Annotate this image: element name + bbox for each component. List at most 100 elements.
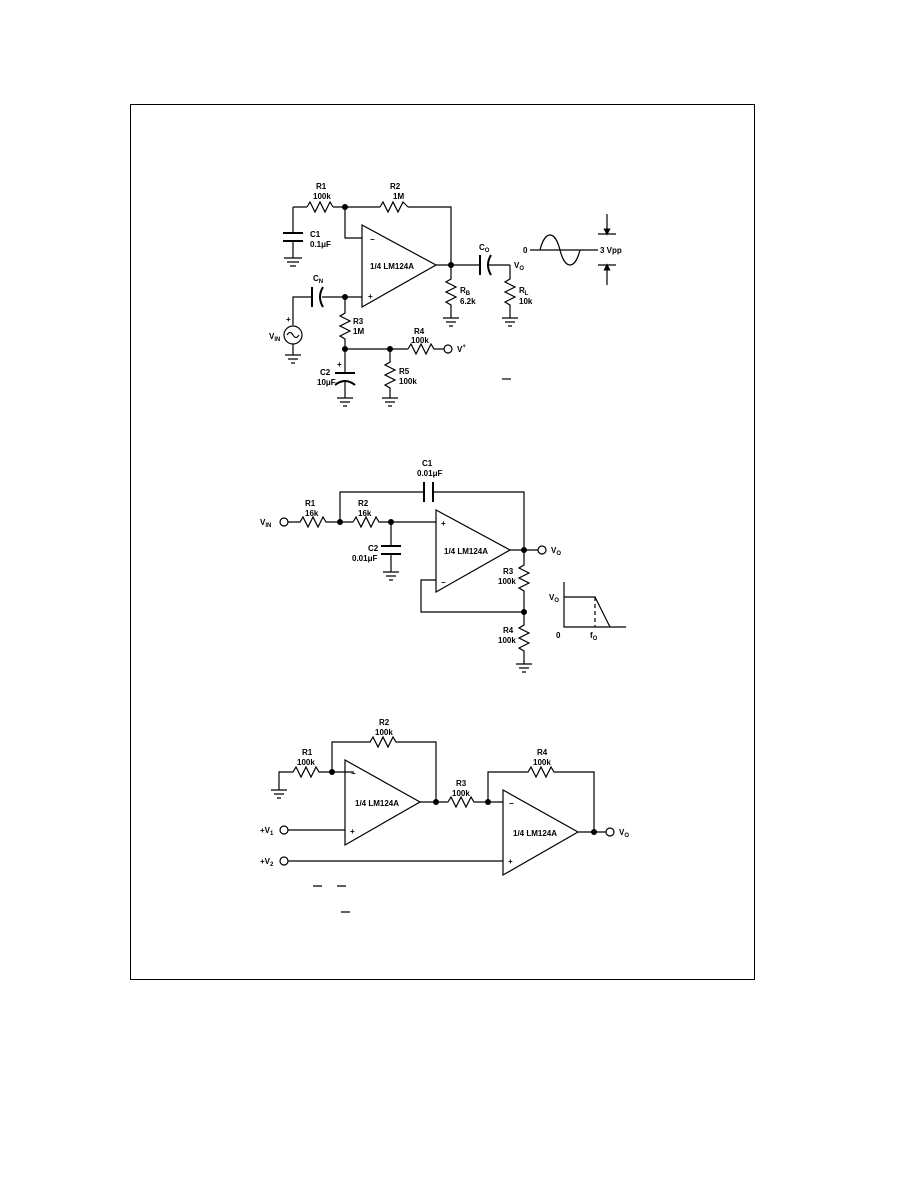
c2-r4-resistor: R4 100k bbox=[498, 612, 532, 673]
c1-rb-name: R bbox=[460, 286, 466, 295]
c1-r2-resistor: R2 1M bbox=[379, 182, 409, 214]
c1-opamp-plus: + bbox=[368, 292, 373, 301]
c2-response-ysub: O bbox=[554, 598, 559, 604]
c3-r2-resistor: R2 100k bbox=[331, 718, 437, 802]
svg-text:VIN: VIN bbox=[269, 332, 280, 343]
svg-text:+V2: +V2 bbox=[260, 857, 274, 868]
c1-opamp-label: 1/4 LM124A bbox=[370, 262, 414, 271]
c2-frequency-response: VO 0 fO bbox=[549, 582, 626, 642]
c3-opamp2-minus: − bbox=[509, 799, 514, 808]
c3-y2-name: +V bbox=[260, 857, 271, 866]
c1-co-name: C bbox=[479, 243, 485, 252]
c1-vin-plus: + bbox=[286, 315, 291, 324]
c1-opamp: − + 1/4 LM124A bbox=[361, 223, 438, 309]
c1-vo-sub: O bbox=[519, 266, 524, 272]
c2-c1-capacitor: C1 0.01μF bbox=[339, 459, 525, 550]
c1-vin-name: V bbox=[269, 332, 275, 341]
c1-rl-sub: L bbox=[525, 291, 529, 297]
c1-vin-sub: IN bbox=[274, 337, 280, 343]
c2-vin-name: V bbox=[260, 518, 266, 527]
c2-r1-name: R1 bbox=[305, 499, 316, 508]
c1-rb-resistor: RB 6.2k bbox=[443, 265, 476, 327]
c3-r2-value: 100k bbox=[375, 728, 393, 737]
c2-vo-sub: O bbox=[556, 551, 561, 557]
c3-y1-name: +V bbox=[260, 826, 271, 835]
svg-text:VO: VO bbox=[549, 593, 559, 604]
c3-r4-name: R4 bbox=[537, 748, 548, 757]
c3-y1-terminal: +V1 bbox=[260, 825, 345, 837]
c1-c1-capacitor: C1 0.1μF bbox=[283, 230, 331, 267]
c3-vo-sub: O bbox=[624, 833, 629, 839]
c3-opamp2-label: 1/4 LM124A bbox=[513, 829, 557, 838]
low-pass-filter-circuit: VIN R1 16k R2 16k C1 0.01μF C2 0.01μF + … bbox=[260, 459, 626, 673]
c3-out2-junction bbox=[591, 829, 597, 835]
c1-wave-zero: 0 bbox=[523, 246, 528, 255]
c1-top-wires bbox=[292, 206, 452, 265]
svg-text:VO: VO bbox=[619, 828, 629, 839]
c2-vo-terminal: VO bbox=[537, 545, 561, 557]
c2-r3-name: R3 bbox=[503, 567, 514, 576]
c1-co-sub: O bbox=[485, 248, 490, 254]
svg-text:RB: RB bbox=[460, 286, 471, 297]
c2-r4-name: R4 bbox=[503, 626, 514, 635]
c3-r2-name: R2 bbox=[379, 718, 390, 727]
c3-vo-terminal: VO bbox=[605, 827, 629, 839]
c1-vin-source: + VIN bbox=[269, 315, 303, 364]
c1-rl-name: R bbox=[519, 286, 525, 295]
c1-r2-value: 1M bbox=[393, 192, 404, 201]
c1-r1-name: R1 bbox=[316, 182, 327, 191]
c1-r4-name: R4 bbox=[414, 327, 425, 336]
c2-vin-terminal: VIN bbox=[260, 517, 289, 529]
c1-cn-sub: N bbox=[319, 279, 323, 285]
c3-out1-junction bbox=[433, 799, 439, 805]
c3-r1-name: R1 bbox=[302, 748, 313, 757]
difference-amplifier-circuit: R1 100k R2 100k − + 1/4 LM124A R3 100k R… bbox=[260, 718, 629, 913]
c2-vin-sub: IN bbox=[265, 523, 271, 529]
c2-r2-value: 16k bbox=[358, 509, 372, 518]
c2-opamp-plus: + bbox=[441, 519, 446, 528]
c1-c2-capacitor: + C2 10μF bbox=[317, 349, 356, 407]
c3-opamp2-plus: + bbox=[508, 857, 513, 866]
c3-opamp1-minus: − bbox=[351, 769, 356, 778]
c1-r3-value: 1M bbox=[353, 327, 364, 336]
c1-c2-name: C2 bbox=[320, 368, 331, 377]
c3-vo-name: V bbox=[619, 828, 625, 837]
c2-response-y: V bbox=[549, 593, 555, 602]
c1-wave-amplitude: 3 Vpp bbox=[600, 246, 622, 255]
c2-opamp-minus: − bbox=[441, 578, 446, 587]
c1-r3-resistor: R3 1M bbox=[338, 297, 364, 349]
c3-y2-sub: 2 bbox=[270, 862, 274, 868]
c2-r3-value: 100k bbox=[498, 577, 516, 586]
c1-rl-value: 10k bbox=[519, 297, 533, 306]
c3-r3-resistor: R3 100k bbox=[447, 779, 503, 809]
svg-text:VIN: VIN bbox=[260, 518, 271, 529]
c3-opamp1-label: 1/4 LM124A bbox=[355, 799, 399, 808]
c1-c2-plus: + bbox=[337, 360, 342, 369]
c1-r2-name: R2 bbox=[390, 182, 401, 191]
c1-r5-value: 100k bbox=[399, 377, 417, 386]
c2-r4-value: 100k bbox=[498, 636, 516, 645]
c3-r1-resistor: R1 100k bbox=[271, 748, 354, 799]
c1-output-waveform: 0 3 Vpp bbox=[523, 214, 622, 285]
c2-opamp: + − 1/4 LM124A bbox=[435, 508, 512, 594]
c2-r1-value: 16k bbox=[305, 509, 319, 518]
c2-r2-name: R2 bbox=[358, 499, 369, 508]
c1-c1-name: C1 bbox=[310, 230, 321, 239]
c1-r4-value: 100k bbox=[411, 336, 429, 345]
c1-rb-value: 6.2k bbox=[460, 297, 476, 306]
ac-amplifier-circuit: R1 100k R2 1M C1 0.1μF − + 1/4 LM124A CO… bbox=[269, 182, 622, 407]
svg-text:CN: CN bbox=[313, 274, 323, 285]
c1-r1-value: 100k bbox=[313, 192, 331, 201]
svg-text:fO: fO bbox=[590, 631, 598, 642]
c1-c1-value: 0.1μF bbox=[310, 240, 331, 249]
c1-rb-sub: B bbox=[466, 291, 471, 297]
c2-c2-name: C2 bbox=[368, 544, 379, 553]
c2-response-x: f bbox=[590, 631, 593, 640]
c1-opamp-minus: − bbox=[370, 235, 375, 244]
svg-text:VO: VO bbox=[551, 546, 561, 557]
c1-co-capacitor: CO bbox=[479, 243, 492, 276]
svg-text:CO: CO bbox=[479, 243, 490, 254]
c1-cn-name: C bbox=[313, 274, 319, 283]
c1-r3-name: R3 bbox=[353, 317, 364, 326]
c1-vplus-name: V bbox=[457, 345, 463, 354]
